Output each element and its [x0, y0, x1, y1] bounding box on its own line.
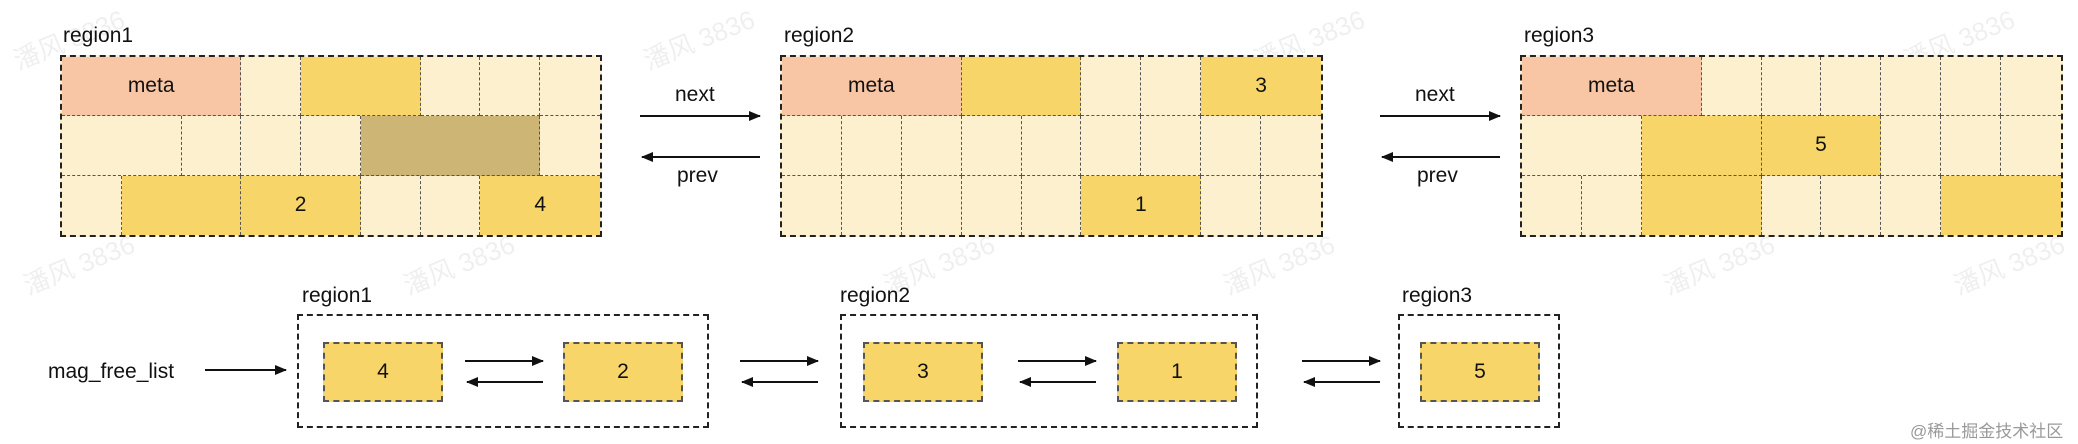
free-block-cell [301, 57, 421, 117]
region-label-top-3: region3 [1524, 24, 1595, 47]
empty-cell [1881, 57, 1942, 117]
empty-cell [421, 175, 481, 235]
empty-cell [1821, 175, 1882, 235]
empty-cell [782, 116, 842, 176]
empty-cell [420, 57, 481, 117]
empty-cell [1762, 175, 1822, 235]
free-block-node: 2 [563, 342, 683, 402]
free-block-cell: 3 [1201, 57, 1321, 117]
cell-label: meta [1587, 74, 1635, 98]
empty-cell [1081, 116, 1142, 176]
empty-cell [2001, 116, 2061, 176]
empty-cell [62, 175, 122, 235]
region-label-top-2: region2 [784, 24, 855, 47]
empty-cell [480, 57, 541, 117]
free-block-cell: 5 [1761, 116, 1882, 176]
free-list-group-region2 [840, 314, 1258, 428]
empty-cell [1201, 175, 1262, 235]
free-list-group-region3 [1398, 314, 1560, 428]
empty-cell [241, 57, 302, 117]
empty-cell [540, 57, 600, 117]
cell-label: meta [127, 74, 175, 98]
free-block-cell [1941, 175, 2061, 235]
empty-cell [1522, 116, 1642, 176]
free-block-cell [961, 57, 1082, 117]
free-list-group-region1 [297, 314, 709, 428]
region2-memory-grid: meta 3 1 [780, 55, 1323, 237]
empty-cell [181, 116, 242, 176]
region-label-bottom-3: region3 [1402, 284, 1473, 307]
prev-label-2: prev [1417, 164, 1458, 187]
empty-cell [961, 116, 1022, 176]
empty-cell [901, 116, 962, 176]
used-cell [360, 116, 541, 176]
free-block-node: 5 [1420, 342, 1540, 402]
free-block-cell: 1 [1081, 175, 1202, 235]
empty-cell [62, 116, 182, 176]
cell-label: meta [847, 74, 895, 98]
prev-label-1: prev [677, 164, 718, 187]
empty-cell [1021, 116, 1082, 176]
cell-label: 1 [1134, 193, 1147, 217]
cell-label: 5 [1815, 133, 1827, 157]
free-block-node: 4 [323, 342, 443, 402]
empty-cell [1881, 116, 1942, 176]
meta-cell: meta [62, 57, 242, 117]
empty-cell [1522, 175, 1582, 235]
free-block-cell: 4 [480, 175, 600, 235]
empty-cell [1081, 57, 1142, 117]
free-block-node: 3 [863, 342, 983, 402]
free-block-node: 1 [1117, 342, 1237, 402]
free-block-cell [1641, 116, 1762, 176]
free-block-cell [1641, 175, 1762, 235]
next-label-1: next [675, 83, 715, 106]
empty-cell [1941, 116, 2002, 176]
empty-cell [1761, 57, 1822, 117]
credit-text: @稀土掘金技术社区 [1910, 422, 2064, 441]
region-label-top-1: region1 [63, 24, 134, 47]
free-block-cell: 2 [241, 175, 361, 235]
region1-memory-grid: meta 2 4 [60, 55, 602, 237]
empty-cell [962, 175, 1022, 235]
empty-cell [1701, 57, 1762, 117]
empty-cell [1881, 175, 1942, 235]
region3-memory-grid: meta 5 [1520, 55, 2063, 237]
meta-cell: meta [782, 57, 962, 117]
free-block-cell [121, 175, 242, 235]
empty-cell [782, 175, 842, 235]
region-label-bottom-2: region2 [840, 284, 911, 307]
empty-cell [1141, 116, 1202, 176]
empty-cell [1141, 57, 1202, 117]
cell-label: 2 [294, 193, 307, 217]
empty-cell [902, 175, 962, 235]
region-label-bottom-1: region1 [302, 284, 373, 307]
empty-cell [1022, 175, 1082, 235]
cell-label: 3 [1255, 74, 1267, 98]
free-list-label: mag_free_list [48, 360, 175, 383]
empty-cell [241, 116, 302, 176]
cell-label: 4 [534, 193, 547, 217]
empty-cell [361, 175, 421, 235]
empty-cell [842, 175, 902, 235]
empty-cell [1582, 175, 1642, 235]
empty-cell [1201, 116, 1262, 176]
empty-cell [2001, 57, 2061, 117]
empty-cell [540, 116, 600, 176]
meta-cell: meta [1522, 57, 1702, 117]
next-label-2: next [1415, 83, 1455, 106]
empty-cell [1261, 116, 1321, 176]
empty-cell [841, 116, 902, 176]
empty-cell [1941, 57, 2002, 117]
empty-cell [1821, 57, 1882, 117]
empty-cell [301, 116, 361, 176]
